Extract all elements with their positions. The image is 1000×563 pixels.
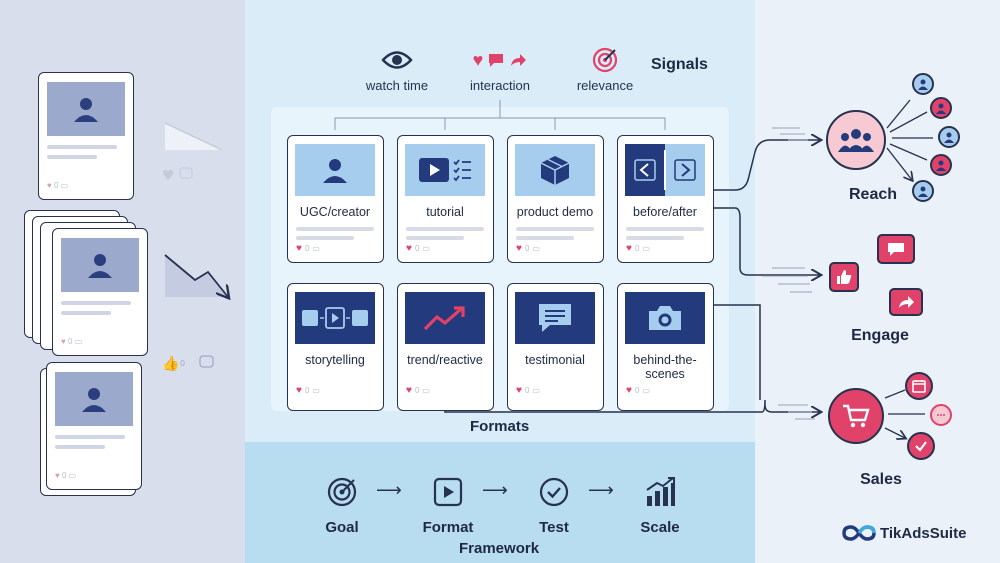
framework-arrow-3: ⟶ [588, 480, 614, 500]
user-icon [74, 98, 98, 122]
format-card-tutorial: tutorial ♥0 ▭ [397, 135, 494, 263]
bar-trend-icon [646, 477, 675, 506]
format-card-before-after: before/after ♥0 ▭ [617, 135, 714, 263]
audience-avatar-2 [930, 97, 952, 119]
declining-post-1: ♥ 0 ▭ [38, 72, 134, 200]
svg-text:0: 0 [180, 359, 185, 368]
audience-avatar-1 [912, 73, 934, 95]
post-stats: ♥ 0 ▭ [55, 471, 77, 480]
format-card-behind-the-scenes: behind-the-scenes ♥0 ▭ [617, 283, 714, 411]
framework-step-goal: Goal [302, 476, 382, 536]
post-thumbnail [61, 238, 139, 292]
post-thumbnail [55, 372, 133, 426]
signal-watch-time: watch time [362, 48, 432, 93]
payment-bubble [930, 404, 952, 426]
audience-avatar-5 [912, 180, 934, 202]
shopping-cart-icon [843, 404, 870, 428]
box-icon [540, 156, 570, 185]
declining-post-2: ♥ 0 ▭ [52, 228, 148, 356]
group-icon [838, 129, 874, 152]
sales-label: Sales [860, 471, 902, 488]
brand-name: TikAdsSuite [880, 524, 967, 542]
dots-icon [937, 414, 945, 416]
format-card-product-demo: product demo ♥0 ▭ [507, 135, 604, 263]
eye-icon [381, 51, 413, 69]
calendar-bubble [905, 372, 933, 400]
format-card-ugc-creator: UGC/creator ♥0 ▭ [287, 135, 384, 263]
formats-title: Formats [470, 418, 530, 435]
sales-circle [828, 388, 884, 444]
declining-post-3: ♥ 0 ▭ [46, 362, 142, 490]
post-stats: ♥ 0 ▭ [61, 337, 83, 346]
thumbs-up-icon [837, 270, 852, 284]
share-icon [511, 54, 527, 66]
signal-relevance: relevance [572, 47, 638, 93]
share-icon [899, 296, 914, 308]
framework-step-test: Test [514, 476, 594, 536]
format-card-storytelling: storytelling ♥0 ▭ [287, 283, 384, 411]
framework-step-scale: Scale [620, 476, 700, 536]
audience-avatar-4 [930, 154, 952, 176]
svg-text:♥: ♥ [162, 168, 175, 184]
check-circle-icon [539, 477, 569, 507]
trend-up-icon [423, 306, 465, 331]
post-stats: ♥ 0 ▭ [47, 181, 69, 190]
right-panel [755, 0, 1000, 563]
post-thumbnail [47, 82, 125, 136]
signals-title: Signals [651, 56, 708, 73]
format-card-trend-reactive: trend/reactive ♥0 ▭ [397, 283, 494, 411]
user-icon [82, 388, 106, 412]
calendar-icon [912, 380, 926, 393]
camera-icon [649, 306, 681, 330]
target-icon [327, 477, 357, 507]
play-checklist-icon [419, 158, 471, 182]
play-icon [433, 477, 463, 507]
speech-bubble-icon [539, 304, 571, 332]
like-bubble [829, 262, 859, 292]
comment-icon [489, 54, 504, 67]
target-icon [592, 47, 618, 73]
reach-label: Reach [848, 186, 898, 203]
framework-step-format: Format [408, 476, 488, 536]
framework-arrow-2: ⟶ [482, 480, 508, 500]
framework-panel [245, 442, 755, 563]
infinity-logo-icon [842, 525, 876, 541]
check-icon [915, 441, 927, 452]
framework-arrow-1: ⟶ [376, 480, 402, 500]
reach-circle [826, 110, 886, 170]
user-icon [88, 254, 112, 278]
before-after-icon [634, 150, 696, 190]
signal-interaction: ♥ interaction [470, 49, 530, 94]
share-bubble [889, 288, 923, 316]
comment-icon [888, 243, 904, 256]
audience-avatar-3 [938, 126, 960, 148]
format-card-testimonial: testimonial ♥0 ▭ [507, 283, 604, 411]
engage-label: Engage [851, 327, 909, 344]
brand-logo: TikAdsSuite [842, 524, 966, 542]
confirm-bubble [907, 432, 935, 460]
user-icon [323, 159, 347, 183]
framework-title: Framework [459, 540, 540, 557]
comment-bubble [877, 234, 915, 264]
heart-icon: ♥ [472, 49, 484, 70]
svg-text:👍: 👍 [162, 355, 179, 372]
storyboard-icon [302, 307, 368, 329]
